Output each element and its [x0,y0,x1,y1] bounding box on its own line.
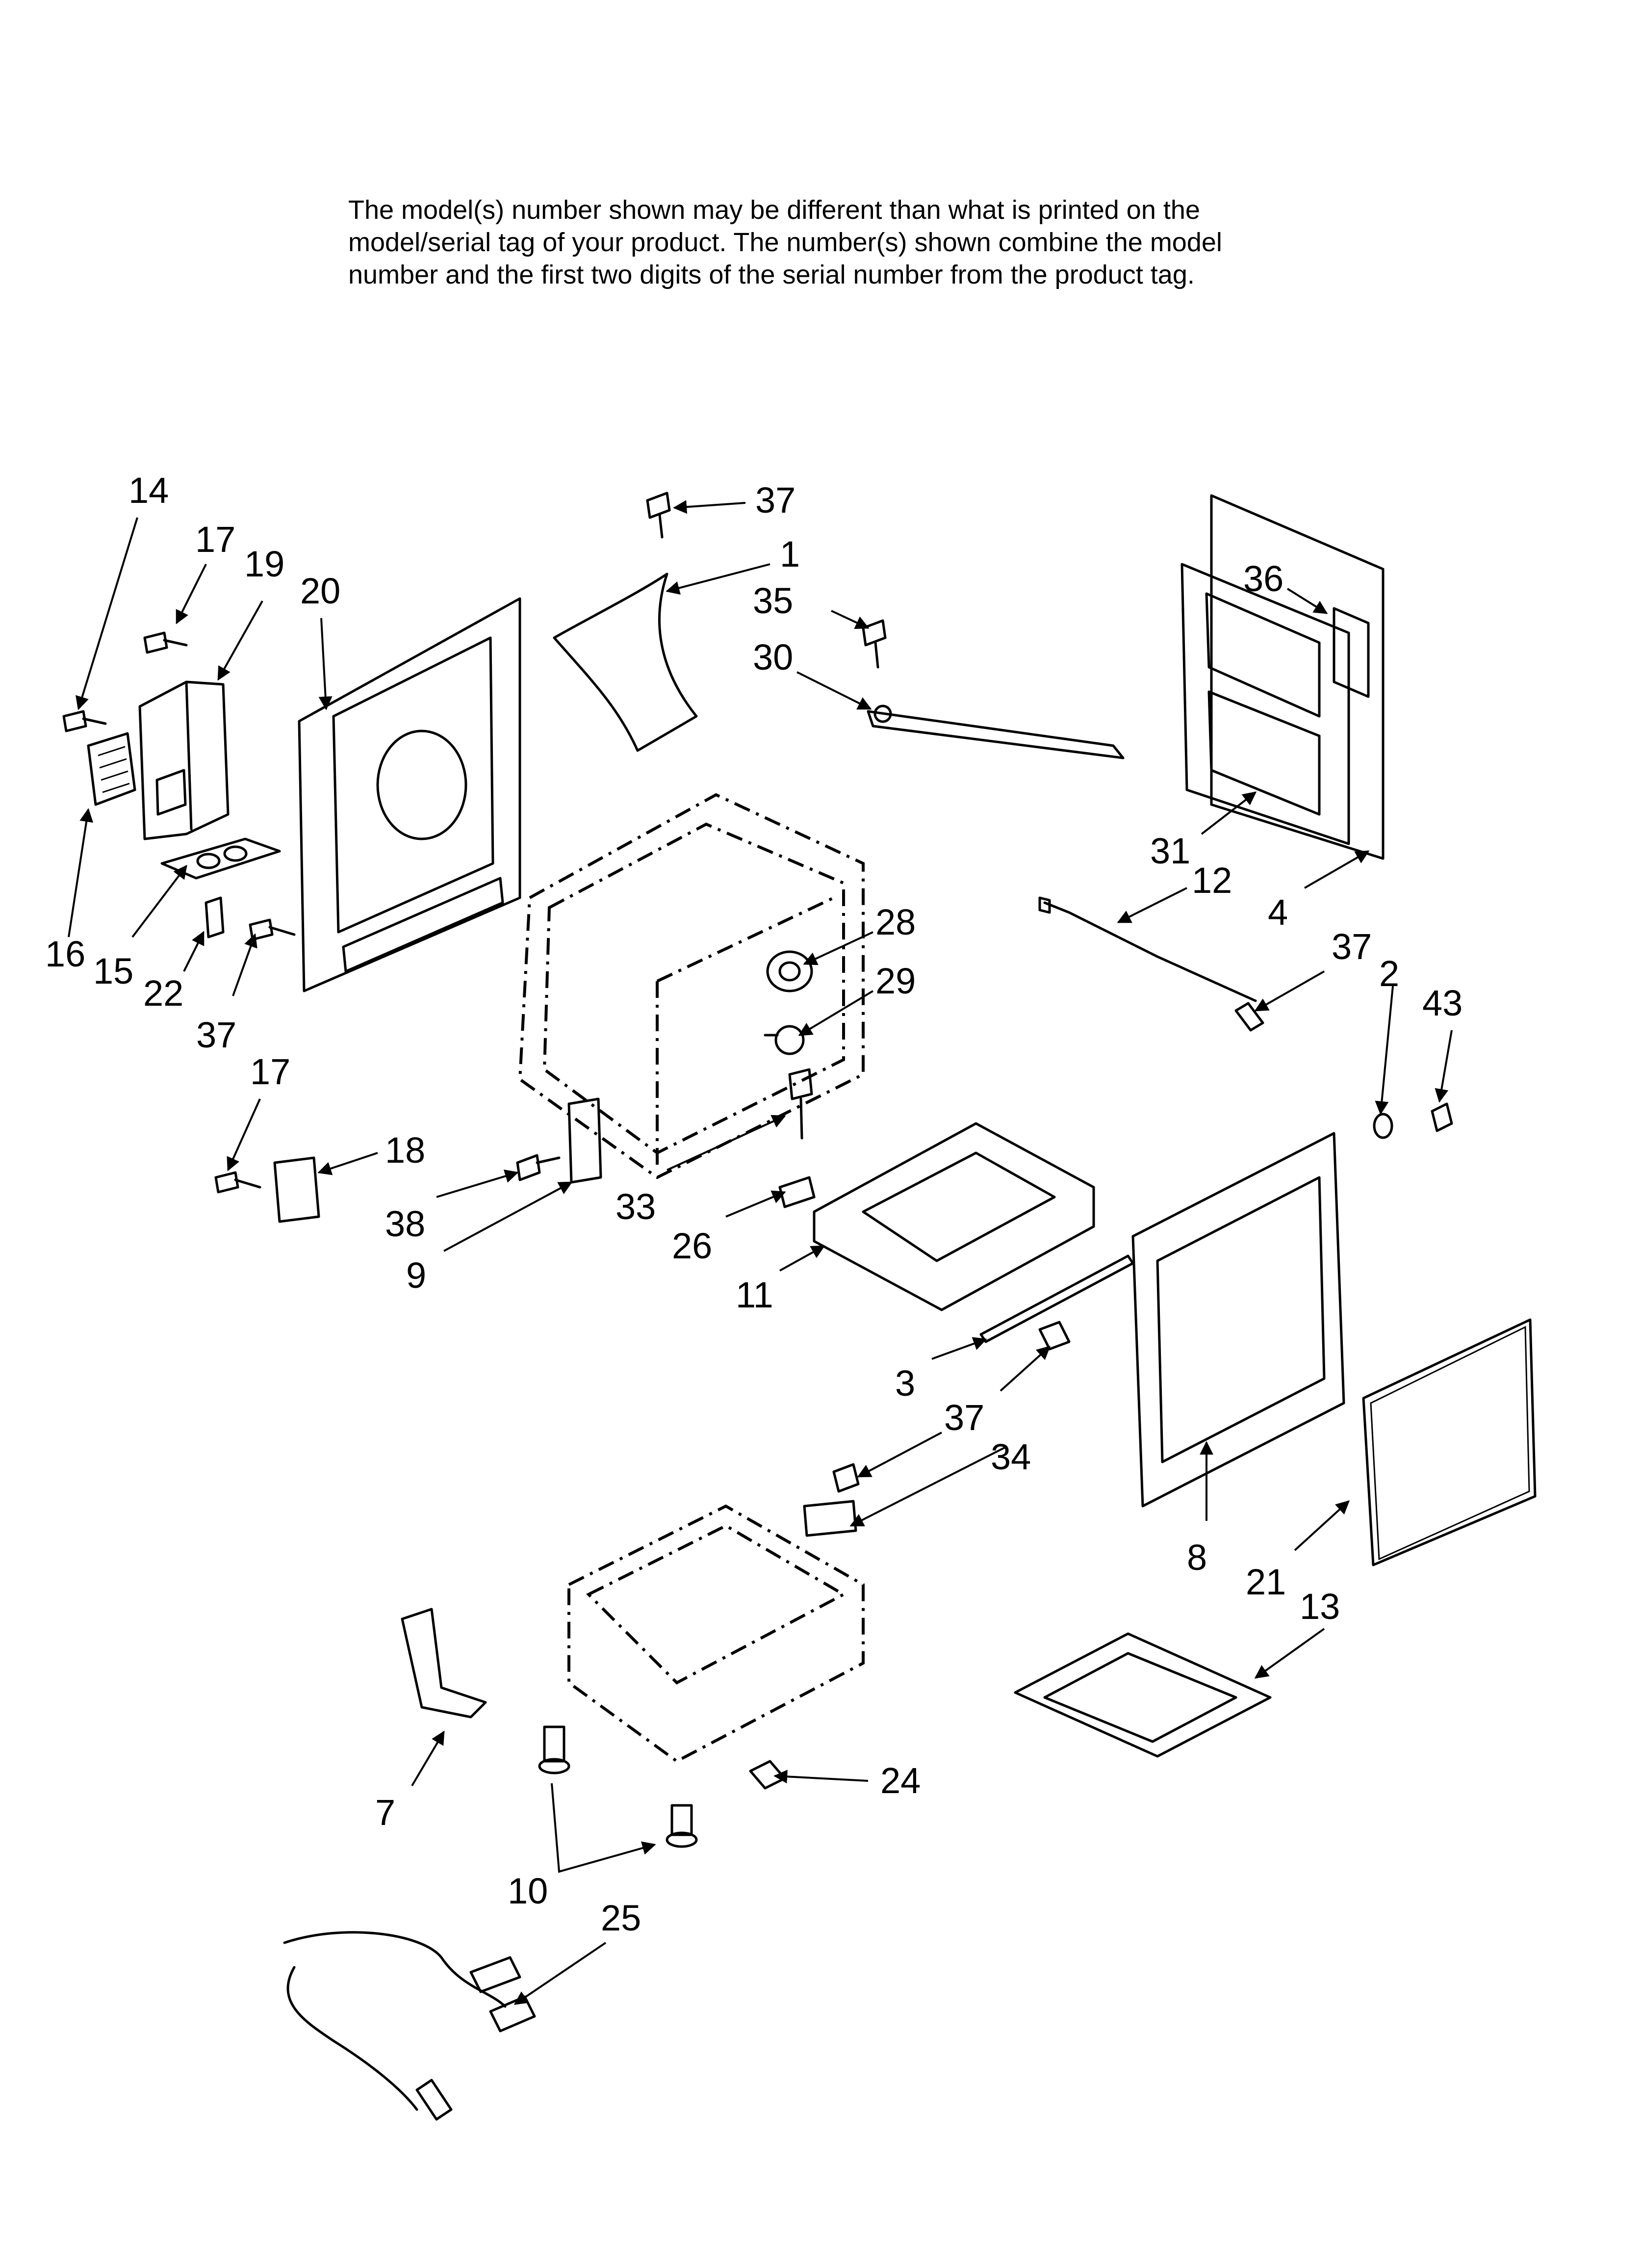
callout-29: 29 [875,961,916,1001]
callout-3: 3 [895,1363,915,1404]
callout-9: 9 [406,1255,426,1296]
part-light-29 [764,1025,805,1055]
part-bolt-22 [205,896,225,938]
part-oven-cavity [518,793,865,1179]
callout-1: 1 [780,534,800,574]
callout-21: 21 [1246,1562,1286,1602]
part-bracket-34 [803,1500,857,1537]
callout-20: 20 [300,571,340,611]
part-wire-12 [1038,896,1257,1002]
part-bracket-30 [867,704,1125,759]
callout-2: 2 [1379,953,1399,994]
part-back-panel-20 [298,597,521,992]
callout-37-top: 37 [755,480,795,521]
notice-line-1: The model(s) number shown may be differe… [348,195,1200,225]
callout-19: 19 [244,544,284,584]
callout-10: 10 [508,1871,548,1911]
part-lower-cabinet [567,1504,865,1763]
callout-25: 25 [601,1898,641,1938]
part-pan-13 [1014,1632,1272,1758]
part-housing-19 [138,680,230,840]
callout-37-mid: 37 [944,1397,984,1438]
callout-13: 13 [1300,1586,1340,1627]
notice-line-3: number and the first two digits of the s… [348,260,1195,289]
callout-labels: 14 17 19 20 37 1 35 30 36 16 15 22 37 28… [45,470,1462,1938]
part-screw-17-top [143,631,188,654]
callout-35: 35 [753,580,793,621]
part-screw-37-lower [832,1463,860,1493]
callout-26: 26 [672,1225,712,1266]
part-plate-15 [160,837,281,880]
part-bracket-7 [401,1608,487,1719]
leader-lines [68,500,1453,2005]
callout-43: 43 [1422,983,1462,1023]
part-washer-2 [1373,1113,1393,1139]
notice-line-2: model/serial tag of your product. The nu… [348,228,1222,257]
part-screw-37-right [1234,1002,1264,1032]
part-clip-26 [778,1176,816,1208]
part-leg-10-right [666,1804,698,1848]
callout-24: 24 [880,1760,921,1801]
callout-28: 28 [875,902,916,942]
part-screw-37-left [249,918,296,941]
callout-17-top: 17 [195,519,235,560]
part-power-cord-25 [283,1931,536,2121]
callout-7: 7 [375,1792,395,1833]
callout-12: 12 [1192,860,1232,901]
part-side-panel-36 [1210,494,1385,860]
part-grille-16 [87,732,136,806]
callout-37-right: 37 [1332,926,1372,967]
callout-4: 4 [1268,892,1288,933]
part-screw-38 [516,1154,561,1181]
callout-11: 11 [736,1275,773,1315]
callout-36: 36 [1243,558,1283,599]
part-duct-1 [553,573,698,752]
callout-14: 14 [128,470,169,511]
part-fan-28 [766,950,813,992]
part-gasket-21 [1362,1318,1537,1566]
callout-33: 33 [616,1186,656,1227]
part-bracket-18 [273,1156,320,1223]
part-screw-17-lower [214,1171,261,1194]
callout-31: 31 [1150,831,1190,871]
part-screw-37-mid [1038,1321,1071,1351]
callout-18: 18 [385,1130,425,1171]
part-insulation-31 [1180,563,1350,845]
callout-15: 15 [93,951,133,991]
callout-30: 30 [753,637,793,678]
part-frame-8 [1131,1132,1345,1508]
callout-38: 38 [385,1203,425,1244]
callout-17-lower: 17 [250,1051,290,1092]
part-screw-37-top [646,492,671,539]
part-rail-3 [979,1254,1134,1343]
model-number-notice: The model(s) number shown may be differe… [348,194,1476,291]
part-tray-11 [813,1122,1095,1311]
part-leg-10-left [538,1725,570,1774]
part-screw-33 [788,1068,813,1140]
part-bracket-9 [567,1097,602,1184]
callout-16: 16 [45,934,85,974]
callout-22: 22 [143,973,183,1014]
part-screw-43 [1431,1102,1453,1132]
part-clip-24 [749,1760,786,1790]
callout-37-left: 37 [196,1015,236,1055]
part-screw-14 [62,710,107,732]
part-screw-35 [862,619,887,669]
callout-34: 34 [991,1436,1031,1477]
callout-8: 8 [1187,1537,1207,1578]
